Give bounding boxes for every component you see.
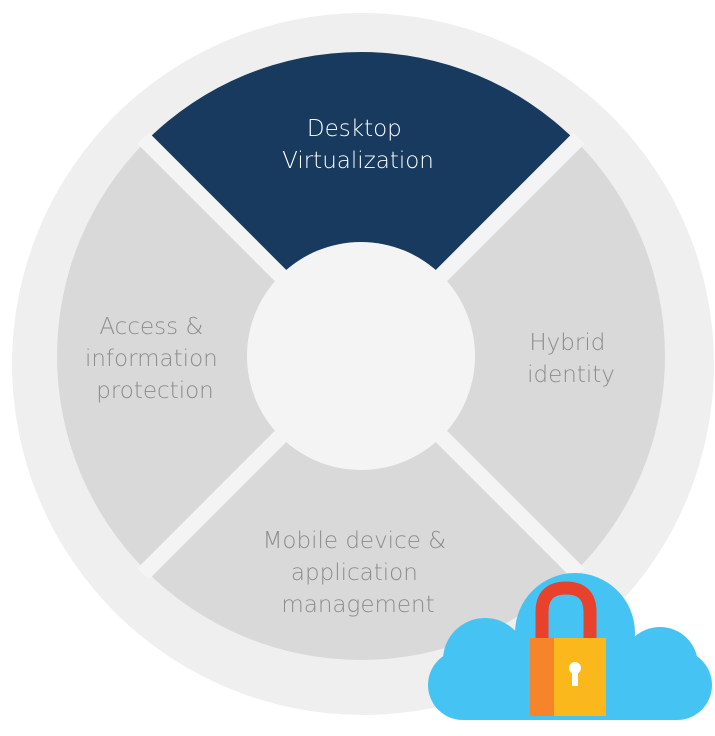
segment-hybrid-identity-label: Hybrid identity [527,330,615,388]
segment-hybrid-identity[interactable] [431,141,665,571]
padlock-shackle [535,581,597,640]
label-line: Mobile device & [263,528,447,554]
padlock-side [530,638,554,716]
label-line: management [281,592,434,618]
label-line: identity [527,362,615,388]
label-line: information [85,346,218,372]
segment-access-protection-label: Access & information protection [85,314,225,404]
padlock-body [554,638,606,716]
segment-mobile-device-label: Mobile device & application management [263,528,454,618]
center-hub [247,242,475,470]
segment-access-information-protection[interactable] [57,141,291,571]
label-line: protection [96,378,214,404]
segment-desktop-virtualization-label: Desktop Virtualization [282,116,434,174]
label-line: Virtualization [282,148,434,174]
label-line: Hybrid [529,330,605,356]
padlock-icon [530,581,606,716]
label-line: Access & [99,314,203,340]
keyhole-slot [572,670,578,686]
segment-mobile-device-management[interactable] [146,426,576,660]
label-line: application [291,560,418,586]
label-line: Desktop [307,116,402,142]
cloud-lock-icon [428,573,712,720]
segment-desktop-virtualization[interactable] [146,52,576,286]
